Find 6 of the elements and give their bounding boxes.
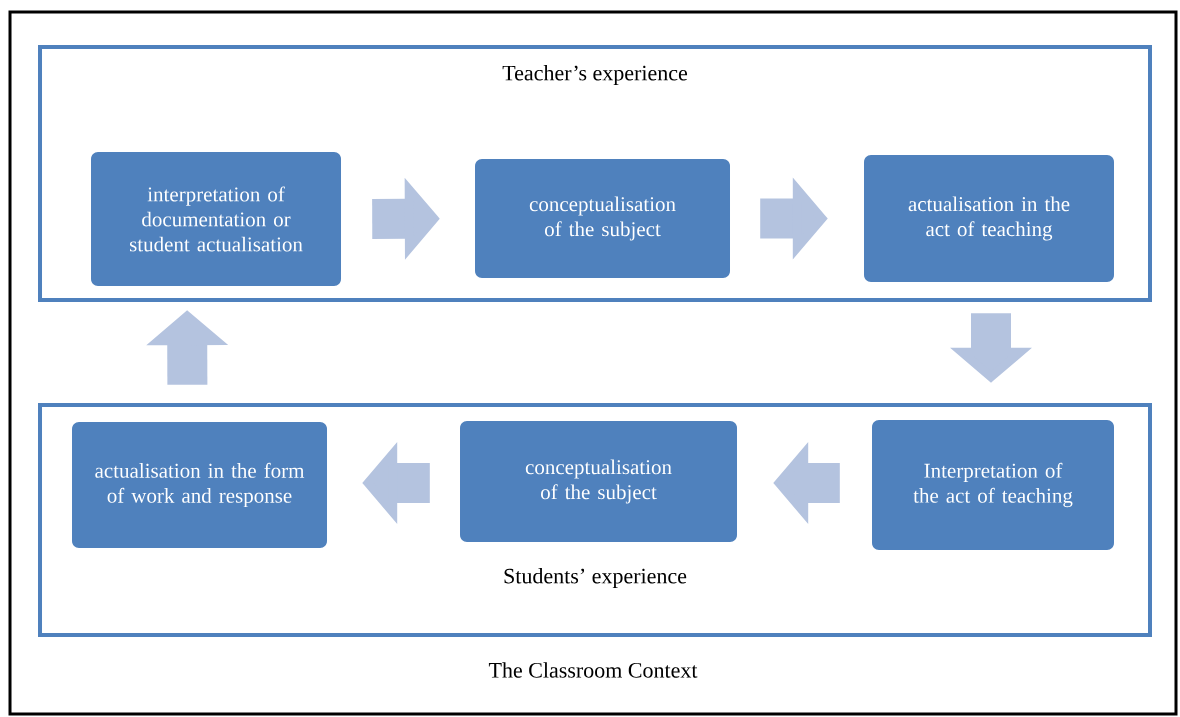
process-box: Interpretation of the act of teaching	[872, 420, 1114, 550]
process-box: conceptualisation of the subject	[460, 421, 737, 542]
process-box: actualisation in the act of teaching	[864, 155, 1114, 282]
process-box: conceptualisation of the subject	[475, 159, 730, 278]
process-box: actualisation in the form of work and response	[72, 422, 327, 548]
process-box: interpretation of documentation or student actualisation	[91, 152, 341, 286]
